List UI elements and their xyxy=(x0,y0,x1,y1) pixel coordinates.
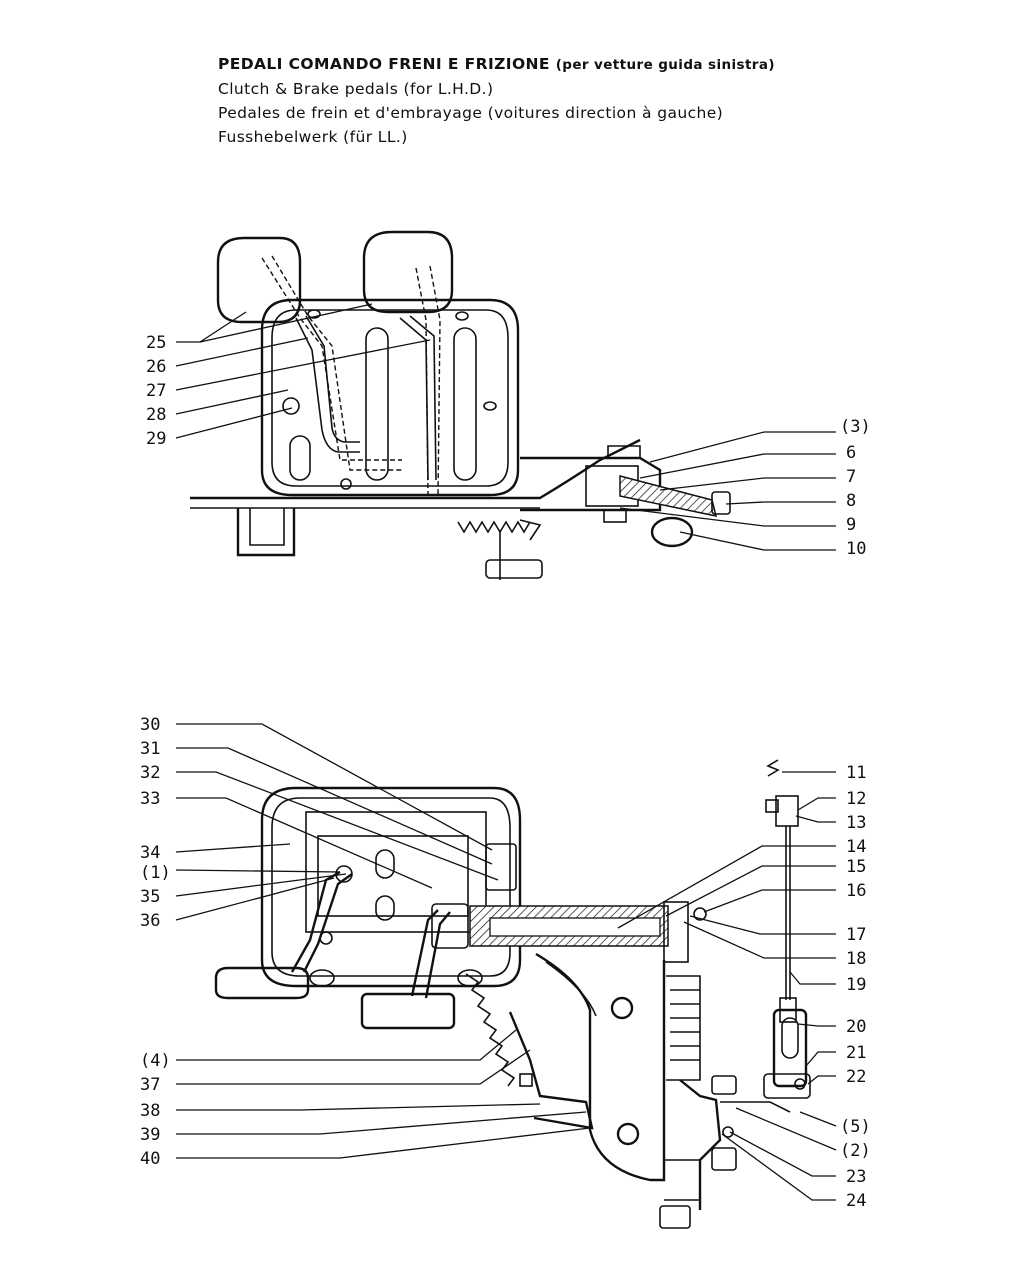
label-21: 21 xyxy=(846,1043,866,1063)
label-13: 13 xyxy=(846,813,866,833)
title-english: Clutch & Brake pedals (for L.H.D.) xyxy=(218,80,494,98)
label-6: 6 xyxy=(846,443,856,463)
label-34: 34 xyxy=(140,843,160,863)
title-italian-sub: (per vetture guida sinistra) xyxy=(555,57,775,73)
label-15: 15 xyxy=(846,857,866,877)
label-31: 31 xyxy=(140,739,160,759)
top-assembly-drawing xyxy=(190,230,731,580)
title-french: Pedales de frein et d'embrayage (voiture… xyxy=(218,104,724,122)
label-30: 30 xyxy=(140,715,160,735)
label-3: (3) xyxy=(840,417,871,437)
label-36: 36 xyxy=(140,911,160,931)
label-24: 24 xyxy=(846,1191,866,1211)
label-11: 11 xyxy=(846,763,866,783)
title-italian-main: PEDALI COMANDO FRENI E FRIZIONE xyxy=(218,55,550,73)
label-29: 29 xyxy=(146,429,166,449)
label-18: 18 xyxy=(846,949,866,969)
label-16: 16 xyxy=(846,881,866,901)
label-37: 37 xyxy=(140,1075,160,1095)
label-4: (4) xyxy=(140,1051,171,1071)
label-38: 38 xyxy=(140,1101,160,1121)
top-leader-lines xyxy=(175,303,836,551)
label-7: 7 xyxy=(846,467,856,487)
label-28: 28 xyxy=(146,405,166,425)
label-32: 32 xyxy=(140,763,160,783)
label-27: 27 xyxy=(146,381,166,401)
title-italian: PEDALI COMANDO FRENI E FRIZIONE (per vet… xyxy=(218,52,775,77)
label-26: 26 xyxy=(146,357,166,377)
bottom-labels: 30 31 32 33 34 (1) 35 36 (4) 37 38 39 40… xyxy=(140,715,871,1211)
label-20: 20 xyxy=(846,1017,866,1037)
label-35: 35 xyxy=(140,887,160,907)
label-1: (1) xyxy=(140,863,171,883)
title-block: PEDALI COMANDO FRENI E FRIZIONE (per vet… xyxy=(218,52,775,149)
label-40: 40 xyxy=(140,1149,160,1169)
label-14: 14 xyxy=(846,837,866,857)
top-labels: 25 26 27 28 29 (3) 6 7 8 9 10 xyxy=(146,333,871,559)
label-2: (2) xyxy=(840,1141,871,1161)
bottom-leader-lines xyxy=(175,723,837,1201)
label-8: 8 xyxy=(846,491,856,511)
label-10: 10 xyxy=(846,539,866,559)
label-23: 23 xyxy=(846,1167,866,1187)
label-9: 9 xyxy=(846,515,856,535)
label-25: 25 xyxy=(146,333,166,353)
label-39: 39 xyxy=(140,1125,160,1145)
label-5: (5) xyxy=(840,1117,871,1137)
label-19: 19 xyxy=(846,975,866,995)
label-17: 17 xyxy=(846,925,866,945)
label-12: 12 xyxy=(846,789,866,809)
label-22: 22 xyxy=(846,1067,866,1087)
label-33: 33 xyxy=(140,789,160,809)
title-german: Fusshebelwerk (für LL.) xyxy=(218,128,408,146)
